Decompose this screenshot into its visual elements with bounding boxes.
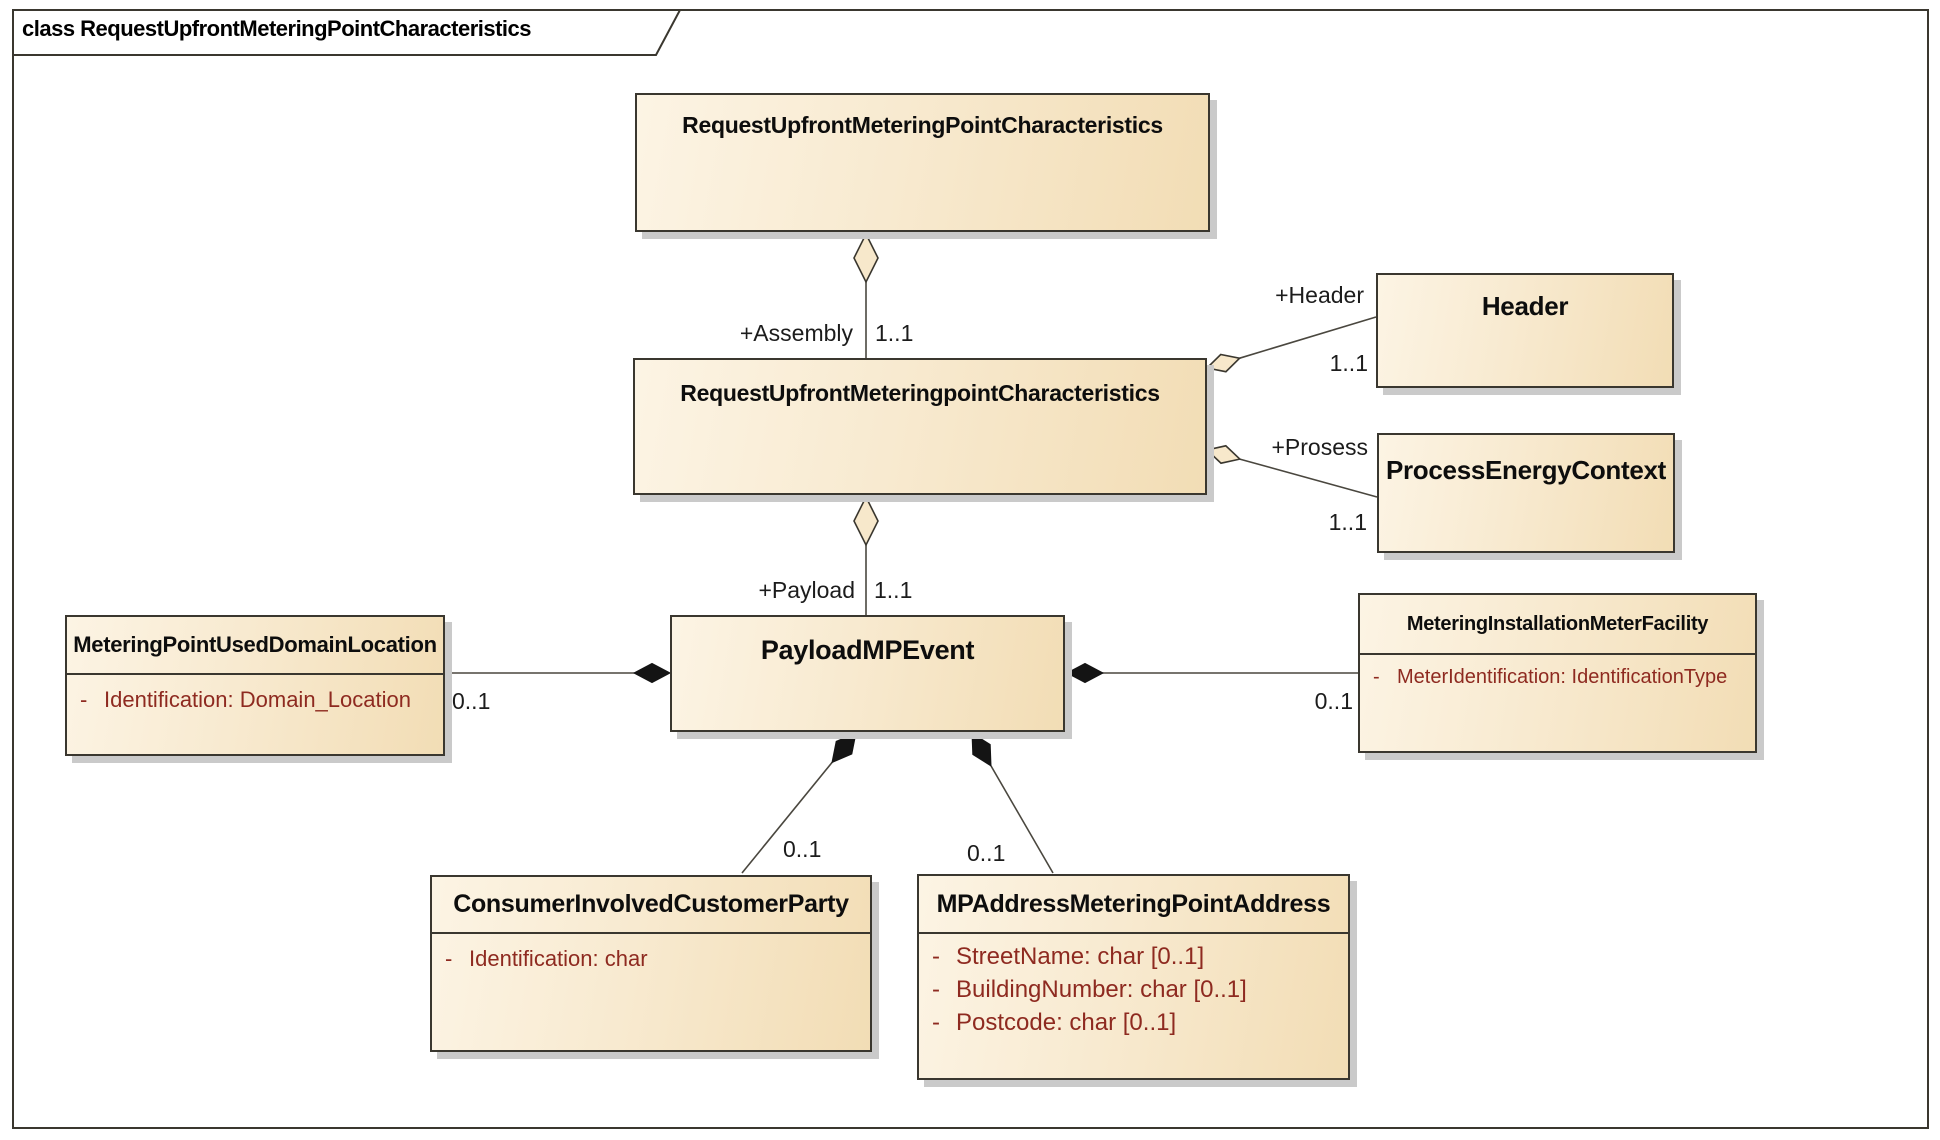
connector-meter-facility[interactable]	[1065, 662, 1358, 684]
diagram-tab-title: class RequestUpfrontMeteringPointCharact…	[22, 16, 532, 41]
composition-diamond-icon	[831, 732, 857, 764]
role-label-payload: +Payload	[758, 577, 855, 603]
visibility-marker: -	[80, 687, 88, 712]
attribute-text: Identification: Domain_Location	[104, 687, 411, 712]
class-box-header[interactable]: Header	[1376, 273, 1674, 388]
connector-line	[990, 765, 1054, 874]
connector-payload[interactable]	[853, 495, 879, 615]
attribute-row: - MeterIdentification: IdentificationTyp…	[1360, 661, 1755, 693]
class-box-metering-installation-meter-facility[interactable]: MeteringInstallationMeterFacility - Mete…	[1358, 593, 1757, 753]
composition-diamond-icon	[1065, 662, 1105, 684]
attribute-row: - Postcode: char [0..1]	[919, 1006, 1348, 1039]
connector-address[interactable]	[971, 732, 1054, 874]
composition-diamond-icon	[632, 662, 672, 684]
class-name: MeteringInstallationMeterFacility	[1406, 612, 1709, 635]
multiplicity-label-meter-facility: 0..1	[1314, 688, 1353, 714]
multiplicity-label-customer-party: 0..1	[783, 836, 822, 862]
multiplicity-label-header: 1..1	[1329, 350, 1368, 376]
class-box-consumer-involved-customer-party[interactable]: ConsumerInvolvedCustomerParty - Identifi…	[430, 875, 872, 1052]
role-label-header: +Header	[1275, 282, 1364, 308]
attribute-row: - StreetName: char [0..1]	[919, 940, 1348, 973]
attribute-row: - Identification: Domain_Location	[67, 683, 443, 717]
connector-prosess[interactable]	[1205, 444, 1378, 498]
attribute-text: StreetName: char [0..1]	[956, 943, 1205, 970]
role-label-assembly: +Assembly	[739, 320, 853, 346]
attribute-row: - Identification: char	[432, 942, 870, 976]
connector-customer-party[interactable]	[741, 732, 857, 874]
class-name: MPAddressMeteringPointAddress	[936, 889, 1331, 918]
multiplicity-label-address: 0..1	[967, 840, 1006, 866]
visibility-marker: -	[445, 946, 453, 971]
attribute-text: Postcode: char [0..1]	[956, 1009, 1177, 1036]
diagram-tab	[12, 9, 682, 56]
class-box-request-upfront-meteringpoint-characteristics[interactable]: RequestUpfrontMeteringpointCharacteristi…	[633, 358, 1207, 495]
visibility-marker: -	[1373, 666, 1380, 688]
attribute-text: BuildingNumber: char [0..1]	[956, 976, 1247, 1003]
multiplicity-label-payload: 1..1	[874, 577, 913, 603]
class-name: RequestUpfrontMeteringPointCharacteristi…	[682, 112, 1163, 138]
attribute-row: - BuildingNumber: char [0..1]	[919, 973, 1348, 1006]
connector-assembly[interactable]	[853, 232, 879, 358]
class-name: ProcessEnergyContext	[1385, 455, 1667, 485]
class-box-metering-point-used-domain-location[interactable]: MeteringPointUsedDomainLocation - Identi…	[65, 615, 445, 756]
class-box-process-energy-context[interactable]: ProcessEnergyContext	[1377, 433, 1675, 553]
class-name: RequestUpfrontMeteringpointCharacteristi…	[680, 380, 1160, 406]
aggregation-diamond-icon	[1205, 444, 1242, 465]
class-box-request-upfront-metering-point-characteristics[interactable]: RequestUpfrontMeteringPointCharacteristi…	[635, 93, 1210, 232]
aggregation-diamond-icon	[853, 232, 879, 284]
visibility-marker: -	[932, 943, 940, 970]
multiplicity-label-assembly: 1..1	[875, 320, 914, 346]
multiplicity-label-domain-location: 0..1	[452, 688, 491, 714]
attribute-text: MeterIdentification: IdentificationType	[1397, 666, 1728, 688]
class-name: Header	[1481, 291, 1569, 321]
class-box-mp-address-metering-point-address[interactable]: MPAddressMeteringPointAddress - StreetNa…	[917, 874, 1350, 1080]
connector-domain-location[interactable]	[445, 662, 672, 684]
composition-diamond-icon	[971, 732, 992, 767]
class-name: MeteringPointUsedDomainLocation	[73, 632, 437, 657]
visibility-marker: -	[932, 976, 940, 1003]
class-box-payload-mp-event[interactable]: PayloadMPEvent	[670, 615, 1065, 732]
class-name: PayloadMPEvent	[760, 635, 975, 665]
role-label-prosess: +Prosess	[1271, 434, 1368, 460]
connector-line	[741, 761, 833, 874]
connector-line	[1239, 458, 1378, 498]
connector-header[interactable]	[1205, 316, 1377, 373]
connector-line	[1239, 316, 1377, 359]
aggregation-diamond-icon	[853, 495, 879, 547]
multiplicity-label-prosess: 1..1	[1328, 509, 1367, 535]
visibility-marker: -	[932, 1009, 940, 1036]
class-name: ConsumerInvolvedCustomerParty	[453, 890, 849, 918]
attribute-text: Identification: char	[469, 946, 648, 971]
aggregation-diamond-icon	[1205, 353, 1242, 373]
diagram-frame	[12, 9, 1929, 1129]
